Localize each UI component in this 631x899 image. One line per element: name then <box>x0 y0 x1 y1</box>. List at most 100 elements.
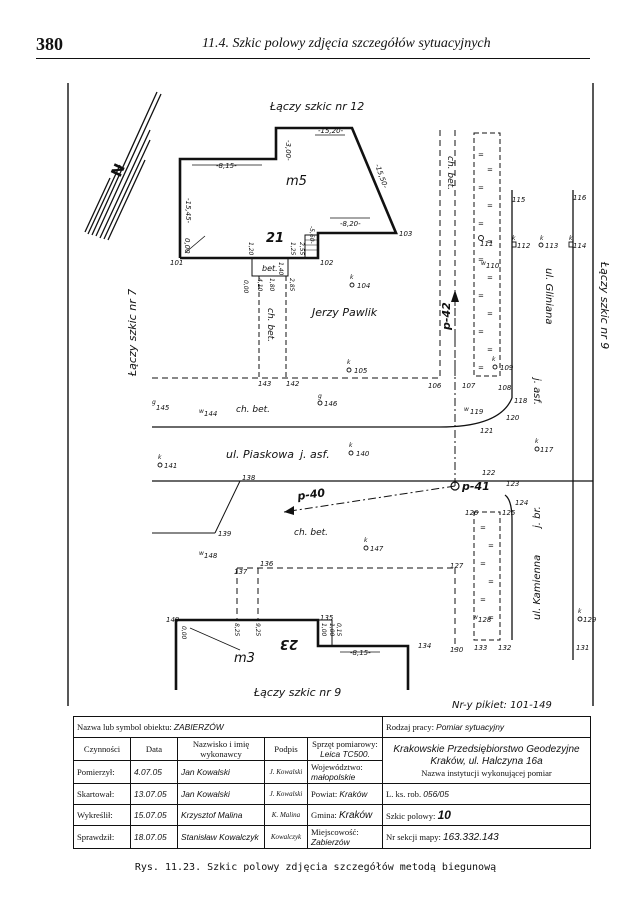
code-g: g <box>152 399 156 406</box>
row-signature: K. Malina <box>264 804 308 826</box>
picket-number: 140 <box>356 450 370 458</box>
sidewalk-label: ch. bet. <box>445 156 455 190</box>
code-k: k <box>535 438 539 445</box>
section-label: Nr sekcji mapy: <box>386 831 441 842</box>
district-cell: Powiat: Kraków <box>307 783 383 805</box>
svg-text:=: = <box>487 238 493 246</box>
svg-text:=: = <box>488 542 494 550</box>
picket-number: 119 <box>470 408 484 416</box>
picket-number: 117 <box>540 446 554 454</box>
row-activity: Wykreślił: <box>73 804 131 826</box>
sketch-no-label: Szkic polowy: <box>386 811 436 821</box>
picket-number: 147 <box>370 545 384 553</box>
code-w: w <box>481 260 486 267</box>
picket-number: 141 <box>164 462 177 470</box>
picket-number: 120 <box>506 414 520 422</box>
building-top-number: 21 <box>266 231 284 246</box>
svg-text:=: = <box>478 256 484 264</box>
surface-asf: j. asf. <box>298 448 330 461</box>
station-p40: p-40 <box>296 486 327 503</box>
col-activity: Czynności <box>73 737 131 761</box>
picket-number: 121 <box>480 427 493 435</box>
picket-number: 142 <box>286 380 300 388</box>
picket-number: 133 <box>474 644 487 652</box>
picket-number: 125 <box>502 509 516 517</box>
voivodeship-cell: Województwo: małopolskie <box>307 760 383 784</box>
equipment-value: Leica TC500. <box>320 749 370 759</box>
porch-label: bet. <box>262 264 278 273</box>
measure-label: -3,00- <box>284 140 292 161</box>
picket-number: 144 <box>204 410 217 418</box>
row-date: 18.07.05 <box>130 825 178 849</box>
measure-label: -8,15- <box>350 649 371 657</box>
point-symbols <box>157 235 583 622</box>
picket-number: 136 <box>260 560 274 568</box>
curb-marks: ==== ==== ===== <box>478 151 493 372</box>
measure-label: -8,15- <box>216 162 237 170</box>
sketch-no-cell: Szkic polowy: 10 <box>382 804 591 826</box>
svg-text:=: = <box>478 364 484 372</box>
district-value: Kraków <box>339 789 368 799</box>
code-k: k <box>349 442 353 449</box>
measure-label: 1,80 <box>268 278 275 292</box>
link-left: Łączy szkic nr 7 <box>126 289 139 377</box>
row-signature: J. Kowalski <box>264 760 308 784</box>
svg-text:=: = <box>488 614 494 622</box>
picket-number: 145 <box>156 404 170 412</box>
picket-number: 109 <box>500 364 514 372</box>
station-p42: p-42 <box>440 302 453 331</box>
picket-number: 114 <box>573 242 586 250</box>
svg-text:=: = <box>487 202 493 210</box>
page-number: 380 <box>36 34 63 54</box>
measure-label: 2,85 <box>288 278 295 292</box>
picket-number: 130 <box>450 646 464 654</box>
picket-number: 106 <box>428 382 442 390</box>
ks-label: L. ks. rob. <box>386 789 422 799</box>
equipment-label: Sprzęt pomiarowy: <box>312 739 378 749</box>
commune-label: Gmina: <box>311 809 337 820</box>
measure-label: 1,40 <box>277 262 284 276</box>
code-g: g <box>318 393 322 400</box>
code-w: w <box>464 406 469 413</box>
arrow-head-icon <box>284 506 294 515</box>
link-right: Łączy szkic nr 9 <box>598 261 611 349</box>
code-w: w <box>199 408 204 415</box>
locality-value: Zabierzów <box>311 837 350 847</box>
measure-label: 2,55 <box>298 242 305 256</box>
svg-text:=: = <box>478 328 484 336</box>
stairs-outline <box>304 234 319 259</box>
header-rule <box>36 58 590 59</box>
picket-number: 101 <box>170 259 183 267</box>
code-k: k <box>158 454 162 461</box>
title-block-table: Nazwa lub symbol obiektu: ZABIERZÓW Rodz… <box>73 716 591 849</box>
locality-label: Miejscowość: <box>311 827 359 837</box>
north-arrow-icon <box>84 91 162 241</box>
picket-number: 104 <box>357 282 370 290</box>
measure-label: 9,25 <box>254 623 261 637</box>
measure-label: -8,20- <box>340 220 361 228</box>
picket-number: 113 <box>545 242 558 250</box>
picket-number: 131 <box>576 644 589 652</box>
north-label: N <box>107 161 129 180</box>
picket-number: 137 <box>234 568 248 576</box>
picket-number: 102 <box>320 259 334 267</box>
picket-number: 124 <box>515 499 528 507</box>
station-p41: p-41 <box>461 480 490 493</box>
street-gliniana: ul. Gliniana <box>543 268 554 325</box>
picket-number: 129 <box>583 616 597 624</box>
commune-cell: Gmina: Kraków <box>307 804 383 826</box>
picket-number: 126 <box>465 509 479 517</box>
stairs-outline <box>317 619 333 647</box>
svg-text:=: = <box>487 166 493 174</box>
commune-value: Kraków <box>338 809 373 821</box>
point-codes: k k k k k k k k k k k g g w w w w w <box>152 235 582 621</box>
picket-number: 122 <box>482 469 496 477</box>
measure-label: 1,25 <box>289 242 296 256</box>
street-edge <box>504 494 513 640</box>
sidewalk-strip <box>473 132 501 377</box>
section-title: 11.4. Szkic polowy zdjęcia szczegółów sy… <box>202 36 491 51</box>
measure-label: 0,15 <box>335 623 342 637</box>
measure-label: -15,20- <box>318 127 344 135</box>
owner-name: Jerzy Pawlik <box>310 306 378 319</box>
work-value: Pomiar sytuacyjny <box>436 722 505 732</box>
